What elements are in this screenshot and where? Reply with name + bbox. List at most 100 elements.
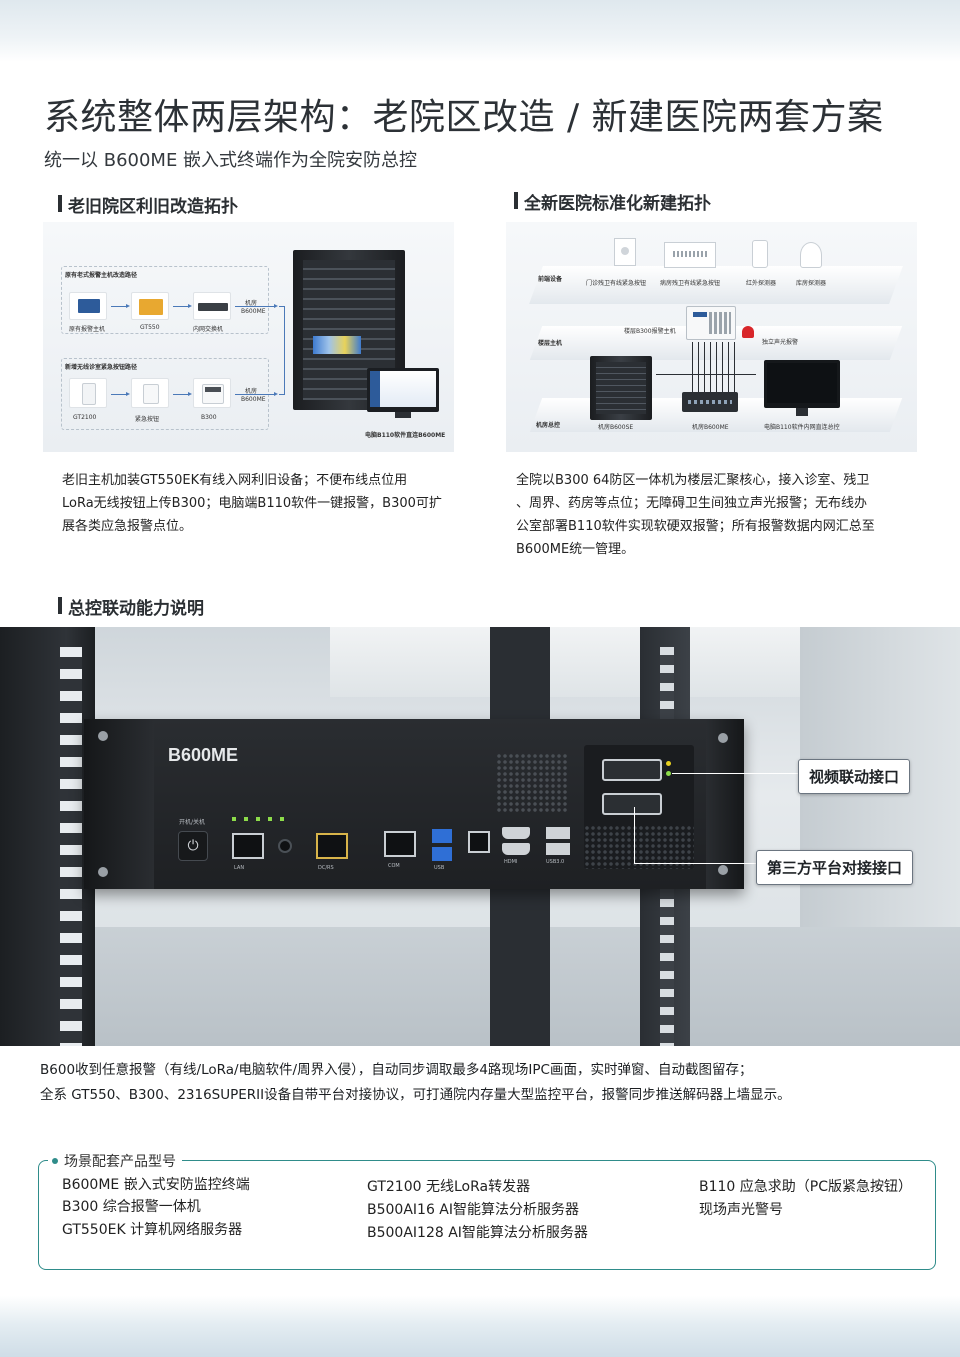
front-device-4: 库房探测器 <box>796 280 827 287</box>
layer-floor-label: 楼层主机 <box>538 340 563 347</box>
b300-host-image <box>686 306 736 340</box>
products-title: 场景配套产品型号 <box>48 1151 182 1171</box>
floor-host-label: 楼层B300报警主机 <box>624 328 676 335</box>
bullet-dot-icon <box>52 1158 58 1164</box>
vent-grille <box>496 753 568 813</box>
dc-rs-port[interactable] <box>316 833 348 859</box>
gt2100-device <box>69 378 107 408</box>
left-section-heading: 老旧院区利旧改造拓扑 <box>58 192 238 217</box>
linkage-caption-line-1: B600收到任意报警（有线/LoRa/电脑软件/周界入侵），自动同步调取最多4路… <box>40 1062 753 1078</box>
rear-io-panel <box>584 745 694 869</box>
siren-label: 独立声光报警 <box>762 339 799 346</box>
third-party-port[interactable] <box>602 793 662 815</box>
right-section-heading: 全新医院标准化新建拓扑 <box>514 189 711 214</box>
switch-device <box>193 292 231 320</box>
callout-line <box>672 773 802 774</box>
lan-port[interactable] <box>232 833 264 859</box>
power-button[interactable]: ⏻ <box>178 831 208 861</box>
product-item: GT2100 无线LoRa转发器 <box>367 1179 531 1195</box>
monitor-caption: 电脑B110软件直连B600ME <box>365 432 446 439</box>
left-description: 老旧主机加装GT550EK有线入网利旧设备；不便布线点位用 LoRa无线按钮上传… <box>62 473 442 534</box>
linkage-caption-line-2: 全系 GT550、B300、2316SUPERII设备自带平台对接协议，可打通院… <box>40 1087 791 1103</box>
siren-icon <box>742 326 754 338</box>
connector-bracket <box>279 306 285 395</box>
product-item: GT550EK 计算机网络服务器 <box>62 1222 243 1238</box>
path1-target-1: 机房 <box>245 300 258 307</box>
front-device-3: 红外探测器 <box>746 280 777 287</box>
product-item: B300 综合报警一体机 <box>62 1199 201 1215</box>
products-box <box>38 1160 936 1270</box>
path1-device-1: 原有报警主机 <box>69 326 106 333</box>
page-subtitle: 统一以 B600ME 嵌入式终端作为全院安防总控 <box>44 150 418 171</box>
path1-device-3: 内网交换机 <box>193 326 224 333</box>
small-lan-port[interactable] <box>468 831 490 853</box>
flow-arrow <box>173 392 192 396</box>
page-title: 系统整体两层架构：老院区改造 / 新建医院两套方案 <box>44 97 884 138</box>
flow-arrow <box>235 392 278 396</box>
rack-screw-icon <box>718 733 728 743</box>
product-item: B600ME 嵌入式安防监控终端 <box>62 1177 250 1193</box>
product-item: B500AI16 AI智能算法分析服务器 <box>367 1202 580 1218</box>
legacy-topology-diagram: 原有老式报警主机改造路径 原有报警主机 GT550 内网交换机 机房 B600M… <box>43 222 454 452</box>
path1-title: 原有老式报警主机改造路径 <box>65 272 138 279</box>
path1-frame <box>61 266 269 334</box>
ward-button-image <box>664 242 716 268</box>
room-device-1: 机房B600SE <box>598 424 634 431</box>
third-party-callout: 第三方平台对接接口 <box>756 850 914 885</box>
gt550-device <box>131 292 169 320</box>
front-device-1: 门诊残卫有线紧急按钮 <box>586 280 647 287</box>
usb-port[interactable] <box>432 829 452 843</box>
linkage-section-heading: 总控联动能力说明 <box>58 594 204 619</box>
right-description: 全院以B300 64防区一体机为楼层汇聚核心，接入诊室、残卫 、周界、药房等点位… <box>516 473 875 557</box>
usb3-port[interactable] <box>546 827 570 839</box>
status-leds <box>232 817 286 821</box>
b600se-cabinet-image <box>590 356 652 420</box>
new-build-topology-diagram: 前端设备 楼层主机 机房总控 门诊残卫有线紧急按钮 病房残卫有线紧急按钮 红外探… <box>506 222 917 452</box>
path2-target-1: 机房 <box>245 388 258 395</box>
usb-port[interactable] <box>432 847 452 861</box>
path2-device-2: 紧急按钮 <box>135 416 160 423</box>
path2-device-3: B300 <box>201 414 217 421</box>
audio-jack[interactable] <box>278 839 292 853</box>
layer-front-label: 前端设备 <box>538 276 563 283</box>
door-button-image <box>614 238 636 266</box>
flow-arrow <box>111 304 130 308</box>
com-port[interactable] <box>384 831 416 857</box>
front-device-2: 病房残卫有线紧急按钮 <box>660 280 721 287</box>
b600me-unit-image <box>682 392 738 412</box>
usb3-port[interactable] <box>546 843 570 855</box>
storeroom-detector-image <box>800 242 822 268</box>
path2-title: 新增无线诊室紧急按钮路径 <box>65 364 138 371</box>
connection-lines <box>692 342 736 394</box>
hdmi-port[interactable] <box>502 843 530 855</box>
callout-line <box>634 863 756 864</box>
video-linkage-port[interactable] <box>602 759 662 781</box>
b600me-device-photo: B600ME 开机/关机 ⏻ LAN DC/RS COM USB HDMI US… <box>0 627 960 1046</box>
product-item: 现场声光警号 <box>699 1202 783 1218</box>
layer-room-label: 机房总控 <box>536 422 561 429</box>
b110-monitor-image <box>764 360 840 408</box>
emergency-button-device <box>131 378 169 408</box>
flow-arrow <box>235 304 278 308</box>
path2-target-2: B600ME <box>241 396 266 403</box>
path1-target-2: B600ME <box>241 308 266 315</box>
product-item: B500AI128 AI智能算法分析服务器 <box>367 1225 588 1241</box>
left-rack-post <box>0 627 95 1046</box>
rack-screw-icon <box>718 865 728 875</box>
infrared-detector-image <box>752 240 768 268</box>
flow-arrow <box>111 392 130 396</box>
b600me-chassis: B600ME 开机/关机 ⏻ LAN DC/RS COM USB HDMI US… <box>84 719 744 889</box>
path1-device-2: GT550 <box>140 324 160 331</box>
rack-screw-icon <box>98 867 108 877</box>
monitor-image <box>367 368 439 412</box>
room-device-2: 机房B600ME <box>692 424 729 431</box>
device-brand-label: B600ME <box>168 745 239 765</box>
room-device-3: 电脑B110软件内网直连总控 <box>764 424 840 431</box>
b300-device <box>193 378 231 408</box>
video-linkage-callout: 视频联动接口 <box>798 759 911 794</box>
product-item: B110 应急求助（PC版紧急按钮） <box>699 1179 912 1195</box>
top-gradient-band <box>0 0 960 62</box>
power-label: 开机/关机 <box>179 819 206 826</box>
bottom-gradient-band <box>0 1296 960 1357</box>
hdmi-port[interactable] <box>502 827 530 839</box>
